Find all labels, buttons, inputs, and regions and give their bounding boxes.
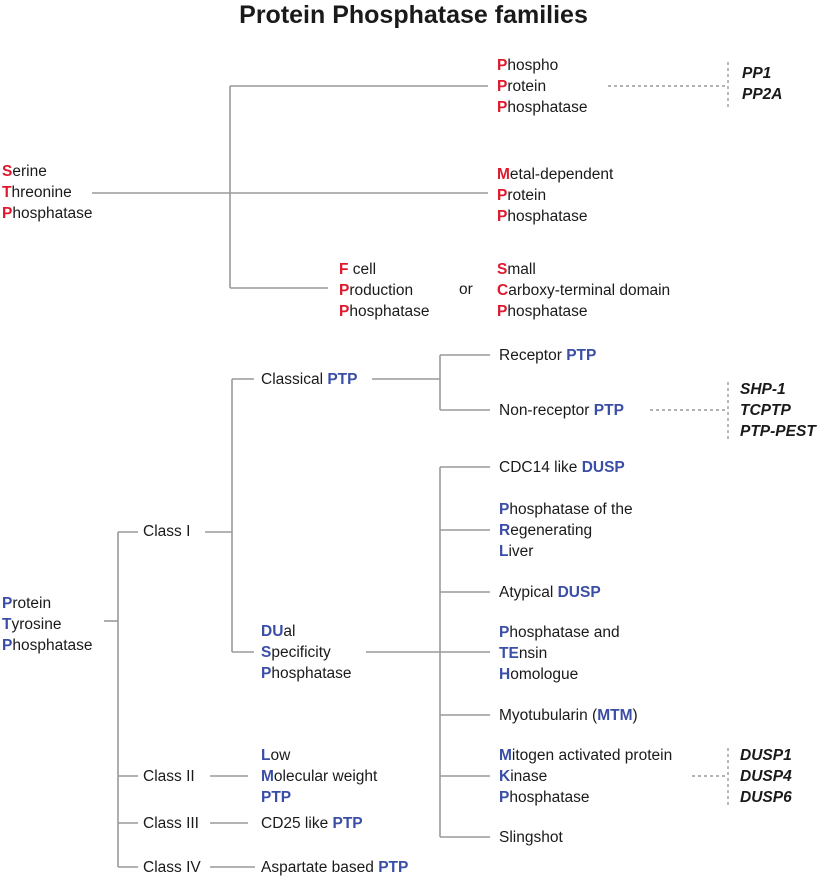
class-i-label: Class I bbox=[143, 523, 191, 540]
mkp-examples: DUSP1 DUSP4 DUSP6 bbox=[740, 747, 792, 806]
diagram-title: Protein Phosphatase families bbox=[239, 1, 588, 29]
classical-ptp: Classical PTP bbox=[261, 371, 358, 388]
serine-threonine-phosphatase: Serine Threonine Phosphatase bbox=[2, 163, 93, 222]
slingshot: Slingshot bbox=[499, 829, 563, 846]
atypical-dusp: Atypical DUSP bbox=[499, 584, 601, 601]
myotubularin: Myotubularin (MTM) bbox=[499, 707, 638, 724]
phosphatase-of-regenerating-liver: Phosphatase of the Regenerating Liver bbox=[499, 501, 633, 560]
or-label: or bbox=[459, 281, 473, 298]
dual-specificity-phosphatase: DUal Specificity Phosphatase bbox=[261, 623, 352, 682]
low-molecular-weight-ptp: Low Molecular weight PTP bbox=[261, 747, 378, 806]
pten: Phosphatase and TEnsin Homologue bbox=[499, 624, 620, 683]
aspartate-based-ptp: Aspartate based PTP bbox=[261, 859, 409, 876]
map-kinase-phosphatase: Mitogen activated protein Kinase Phospha… bbox=[499, 747, 673, 806]
protein-tyrosine-phosphatase: Protein Tyrosine Phosphatase bbox=[2, 595, 93, 654]
non-receptor-examples: SHP-1 TCPTP PTP-PEST bbox=[740, 381, 816, 440]
receptor-ptp: Receptor PTP bbox=[499, 347, 597, 364]
ppp-examples: PP1 PP2A bbox=[742, 65, 783, 103]
phospho-protein-phosphatase: Phospho Protein Phosphatase bbox=[497, 57, 588, 116]
class-ii-label: Class II bbox=[143, 768, 195, 785]
non-receptor-ptp: Non-receptor PTP bbox=[499, 402, 624, 419]
cd25-like-ptp: CD25 like PTP bbox=[261, 815, 363, 832]
cdc14-like-dusp: CDC14 like DUSP bbox=[499, 459, 625, 476]
f-cell-production-phosphatase: F cell Production Phosphatase bbox=[339, 261, 430, 320]
class-iv-label: Class IV bbox=[143, 859, 201, 876]
small-ctd-phosphatase: Small Carboxy-terminal domain Phosphatas… bbox=[497, 261, 671, 320]
metal-dependent-protein-phosphatase: Metal-dependent Protein Phosphatase bbox=[497, 166, 614, 225]
class-iii-label: Class III bbox=[143, 815, 199, 832]
